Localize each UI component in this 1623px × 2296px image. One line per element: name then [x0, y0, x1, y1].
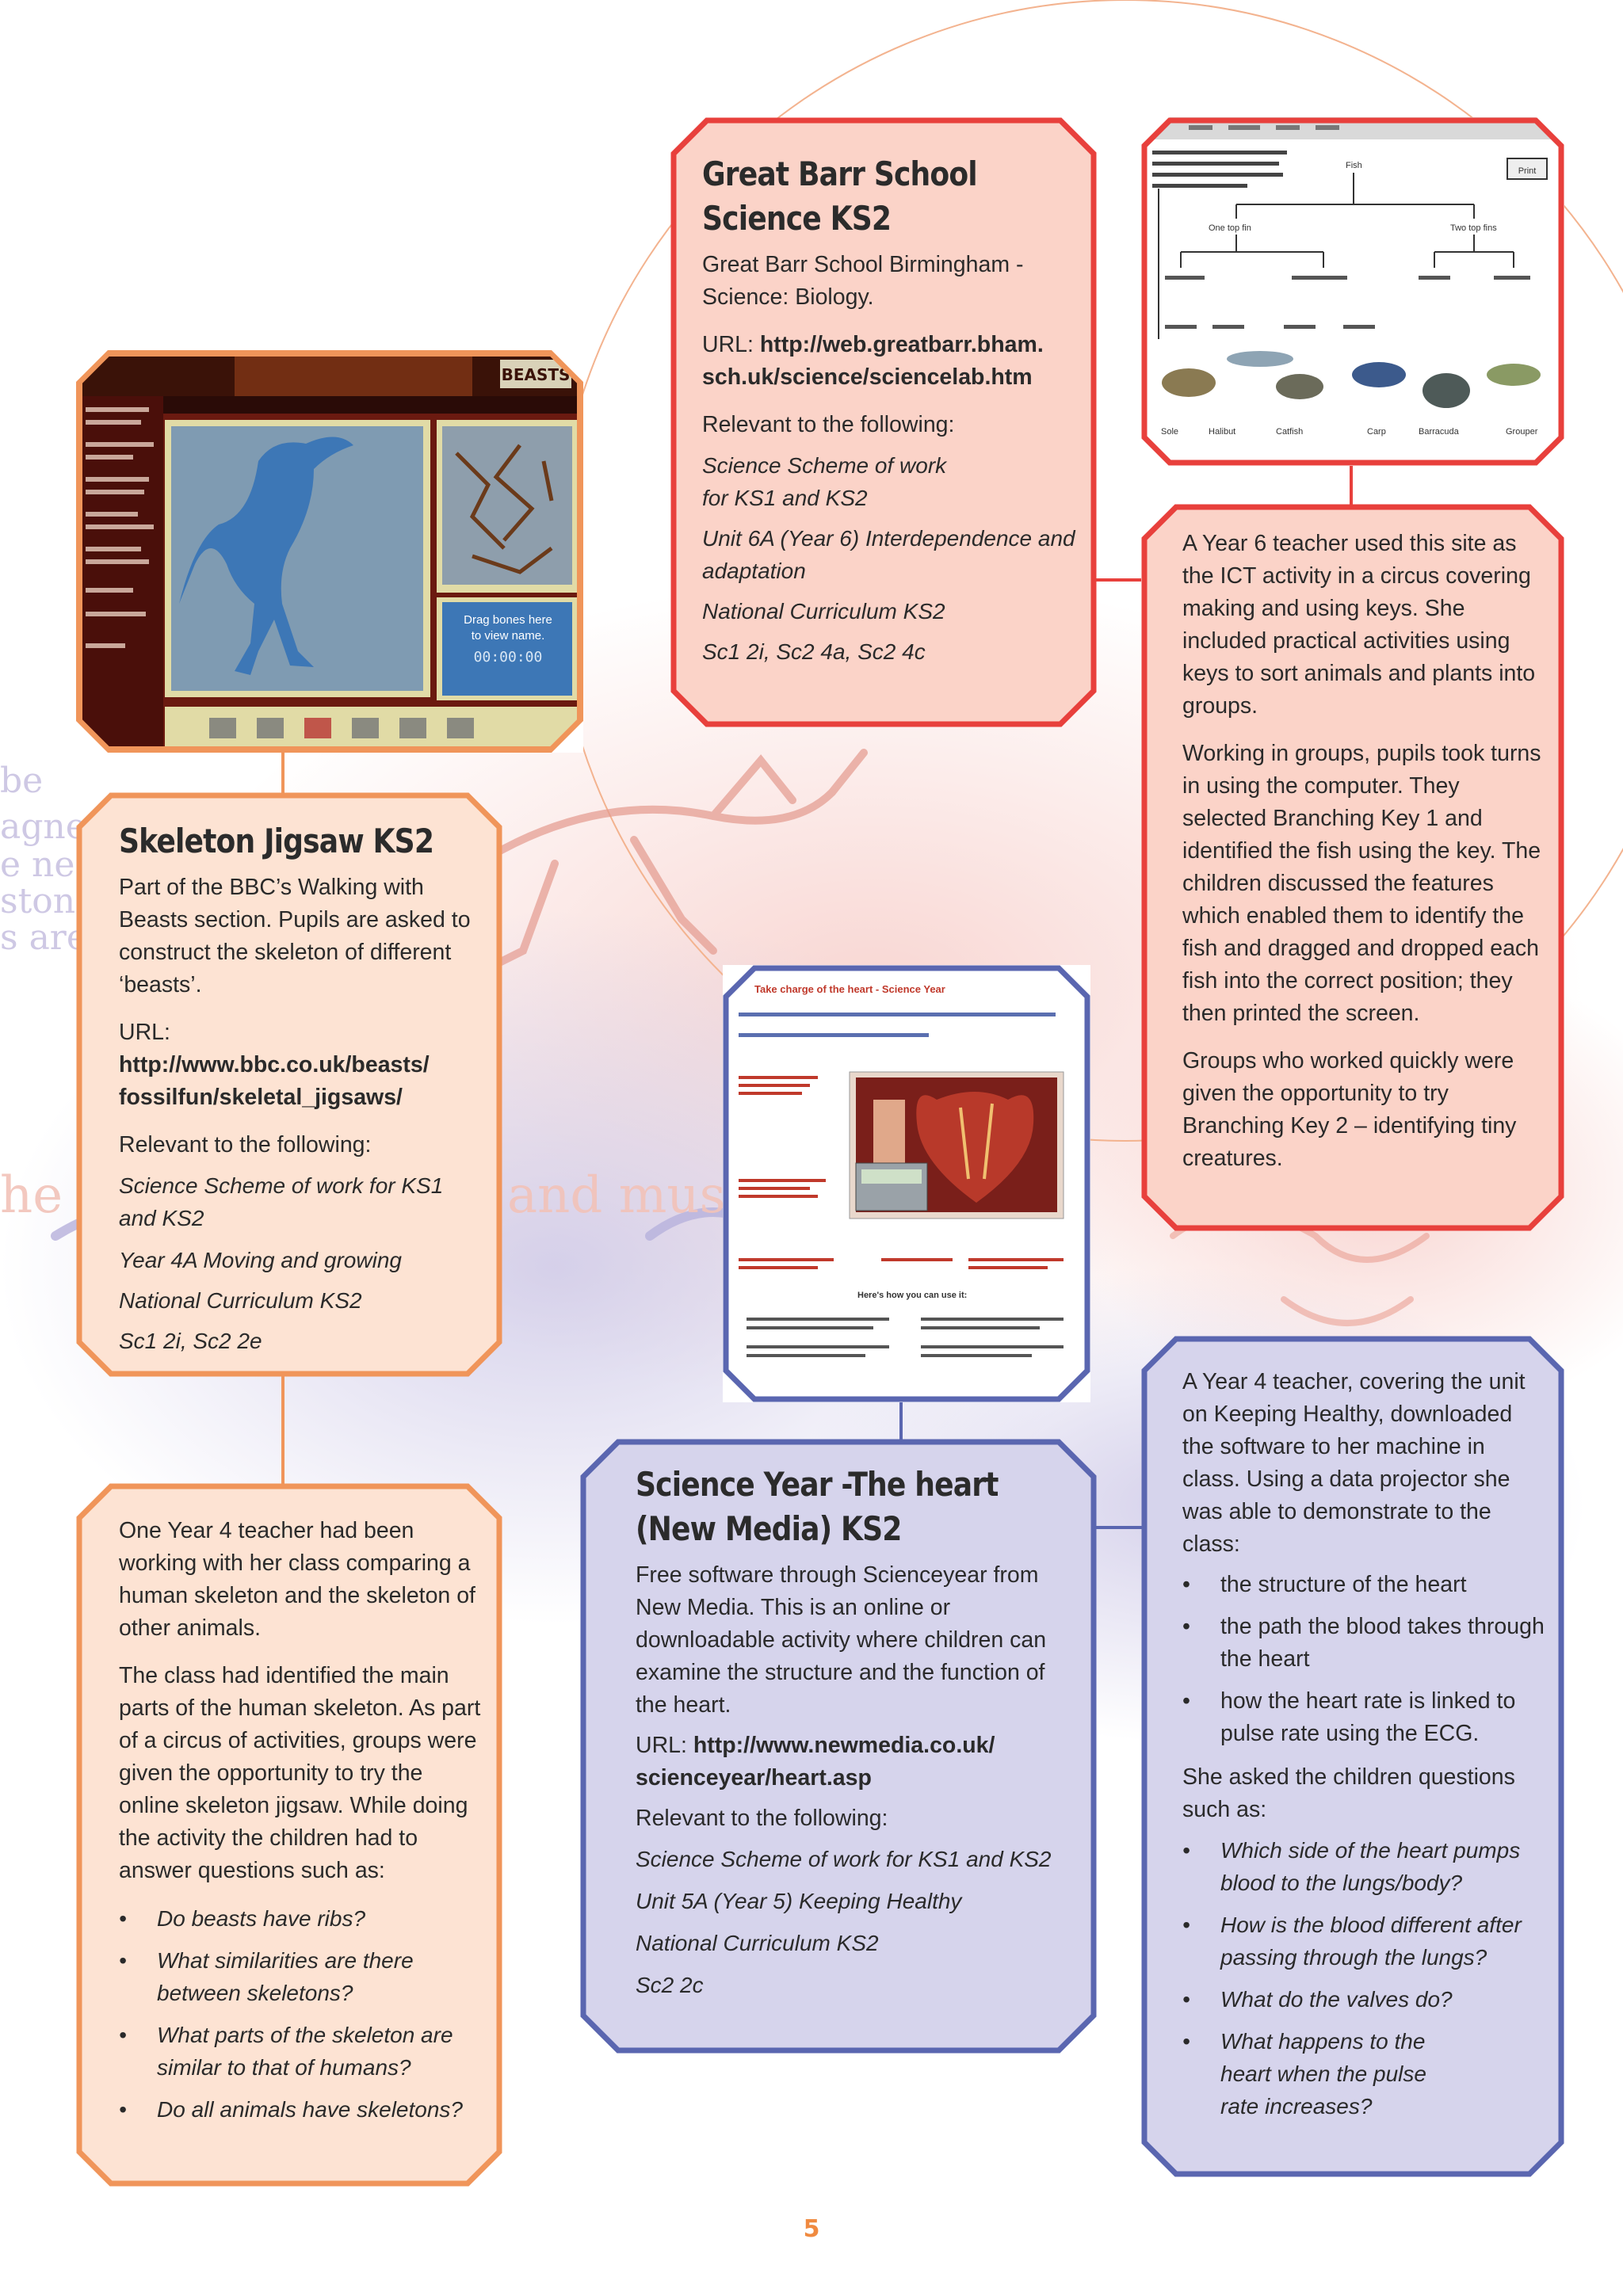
great-barr-story-card: A Year 6 teacher used this site as the I…	[1141, 504, 1564, 1231]
great-barr-title: Great Barr School	[702, 154, 978, 193]
science-year-heart-card: Science Year -The heart (New Media) KS2 …	[580, 1439, 1097, 2054]
svg-text:he: he	[0, 1166, 63, 1225]
great-barr-url-link-cont[interactable]: sch.uk/science/sciencelab.htm	[702, 364, 1033, 390]
relevant-item: Sc2 2c	[636, 1973, 704, 1997]
question-item: Which side of the heart pumps blood to t…	[1182, 1834, 1547, 1899]
fish-label: Barracuda	[1419, 427, 1460, 437]
fish-label: Grouper	[1506, 427, 1538, 437]
skeleton-story-card: One Year 4 teacher had been working with…	[76, 1483, 502, 2187]
fish-label: Sole	[1161, 427, 1178, 437]
heart-url: URL: http://www.newmedia.co.uk/scienceye…	[636, 1730, 1078, 1794]
great-barr-story-para3: Groups who worked quickly were given the…	[1182, 1048, 1517, 1171]
heart-story-para1: A Year 4 teacher, covering the unit on K…	[1182, 1369, 1526, 1557]
heart-description: Free software through Scienceyear from N…	[636, 1562, 1047, 1718]
connector-heart	[1095, 1526, 1143, 1529]
relevant-item: Science Scheme of work for KS1 and KS2	[119, 1173, 444, 1230]
relevant-label: Relevant to the following:	[636, 1806, 888, 1831]
great-barr-description: Great Barr School Birmingham - Science: …	[702, 252, 1024, 310]
skeleton-story-para2: The class had identified the main parts …	[119, 1663, 481, 1883]
svg-text:and muse: and muse	[507, 1166, 755, 1225]
relevant-item: Unit 6A (Year 6) Interdependence and ada…	[702, 526, 1075, 583]
relevant-item: Unit 5A (Year 5) Keeping Healthy	[636, 1889, 962, 1913]
relevant-item: Sc1 2i, Sc2 2e	[119, 1329, 262, 1353]
url-label: URL:	[702, 332, 760, 357]
connector-fishkey	[1350, 463, 1353, 505]
heart-page-header: Take charge of the heart - Science Year	[754, 983, 945, 995]
relevant-item: Sc1 2i, Sc2 4a, Sc2 4c	[702, 639, 926, 664]
relevant-label: Relevant to the following:	[702, 412, 955, 437]
skeleton-jigsaw-url-link[interactable]: http://www.bbc.co.uk/beasts/	[119, 1052, 430, 1077]
heart-url-link-cont[interactable]: scienceyear/heart.asp	[636, 1765, 872, 1791]
fish-label: Halibut	[1209, 427, 1235, 437]
question-item: What parts of the skeleton are similar t…	[119, 2019, 482, 2084]
skeleton-questions-list: Do beasts have ribs? What similarities a…	[119, 1902, 482, 2126]
skeleton-jigsaw-title: Skeleton Jigsaw KS2	[119, 822, 434, 860]
fish-label: Catfish	[1276, 427, 1303, 437]
skeleton-jigsaw-description: Part of the BBC’s Walking with Beasts se…	[119, 875, 471, 997]
demo-point: the structure of the heart	[1182, 1569, 1547, 1601]
demo-points-list: the structure of the heart the path the …	[1182, 1569, 1547, 1750]
demo-point: how the heart rate is linked to pulse ra…	[1182, 1685, 1547, 1750]
svg-text:be: be	[0, 761, 43, 801]
connector-greatbarr	[1094, 578, 1141, 582]
beasts-logo: BEASTS	[502, 365, 571, 384]
skeleton-jigsaw-url-link-cont[interactable]: fossilfun/skeletal_jigsaws/	[119, 1085, 403, 1110]
print-button[interactable]: Print	[1518, 166, 1537, 176]
beasts-screenshot: Drag bones here to view name. 00:00:00 B…	[76, 350, 583, 753]
beasts-timer: 00:00:00	[474, 649, 543, 666]
relevant-item: National Curriculum KS2	[636, 1931, 879, 1955]
great-barr-url-link[interactable]: http://web.greatbarr.bham.	[759, 332, 1044, 357]
great-barr-story-para1: A Year 6 teacher used this site as the I…	[1182, 531, 1536, 719]
svg-text:Drag bones here: Drag bones here	[464, 613, 552, 627]
question-item: Do beasts have ribs?	[119, 1902, 482, 1935]
heart-title: Science Year -The heart	[636, 1465, 999, 1504]
skeleton-story-para1: One Year 4 teacher had been working with…	[119, 1518, 475, 1641]
question-item: Do all animals have skeletons?	[119, 2093, 482, 2126]
url-label: URL:	[119, 1020, 170, 1045]
url-label: URL:	[636, 1733, 693, 1758]
heart-url-link[interactable]: http://www.newmedia.co.uk/	[693, 1733, 995, 1758]
great-barr-title-line2: Science KS2	[702, 199, 892, 238]
relevant-item: Year 4A Moving and growing	[119, 1248, 402, 1272]
skeleton-jigsaw-url: URL: http://www.bbc.co.uk/beasts/fossilf…	[119, 1016, 479, 1114]
great-barr-story-para2: Working in groups, pupils took turns in …	[1182, 741, 1541, 1026]
relevant-item: Science Scheme of work for KS1 and KS2	[702, 453, 947, 510]
question-item: What do the valves do?	[1182, 1983, 1547, 2016]
heart-page-subheading: Here's how you can use it:	[857, 1291, 967, 1300]
fish-key-root: Fish	[1346, 161, 1362, 170]
fish-key-screenshot: Print Fish One top fin Two top fins Sole…	[1141, 117, 1564, 466]
relevant-item: National Curriculum KS2	[119, 1288, 362, 1313]
great-barr-url: URL: http://web.greatbarr.bham. sch.uk/sc…	[702, 329, 1081, 394]
question-item: How is the blood different after passing…	[1182, 1909, 1547, 1974]
heart-story-card: A Year 4 teacher, covering the unit on K…	[1141, 1336, 1564, 2177]
heart-screenshot: Take charge of the heart - Science Year …	[723, 965, 1090, 1402]
fish-label: Carp	[1367, 427, 1386, 437]
question-item: What happens to the heart when the pulse…	[1182, 2025, 1434, 2122]
relevant-label: Relevant to the following:	[119, 1132, 372, 1158]
heart-story-para2: She asked the children questions such as…	[1182, 1764, 1515, 1822]
great-barr-card: Great Barr School Science KS2 Great Barr…	[670, 117, 1097, 727]
relevant-item: Science Scheme of work for KS1 and KS2	[636, 1847, 1052, 1871]
svg-text:s are: s are	[0, 917, 87, 958]
relevant-item: National Curriculum KS2	[702, 599, 945, 624]
branch-right: Two top fins	[1450, 223, 1497, 233]
heart-questions-list: Which side of the heart pumps blood to t…	[1182, 1834, 1547, 2122]
connector-skeleton	[281, 1375, 285, 1486]
demo-point: the path the blood takes through the hea…	[1182, 1611, 1547, 1676]
heart-title-line2: (New Media) KS2	[636, 1509, 902, 1548]
connector-heartshot	[899, 1401, 903, 1440]
branch-left: One top fin	[1209, 223, 1251, 233]
question-item: What similarities are there between skel…	[119, 1944, 482, 2009]
connector-beasts	[281, 753, 285, 794]
skeleton-jigsaw-card: Skeleton Jigsaw KS2 Part of the BBC’s Wa…	[76, 792, 502, 1377]
svg-text:to view name.: to view name.	[472, 629, 545, 643]
page-number: 5	[803, 2215, 820, 2243]
